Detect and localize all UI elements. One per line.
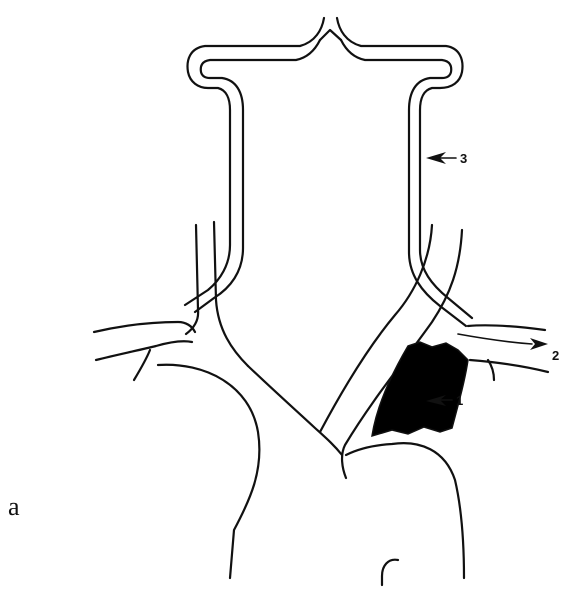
right-subclavian-artery [94, 322, 195, 380]
graft-outer-wall [185, 18, 472, 318]
left-subclavian-artery [458, 325, 548, 380]
left-subclavian-flow-line [458, 334, 532, 344]
arch-inner-left [158, 365, 259, 578]
occlusion-lesion [372, 342, 468, 436]
left-subclavian-lower [470, 360, 548, 372]
label-2: 2 [552, 348, 559, 363]
left-carotid-artery [186, 222, 248, 366]
right-subclavian-upper [94, 322, 195, 332]
label-3: 3 [460, 151, 467, 166]
brachiocephalic-trunk [248, 366, 342, 455]
right-vertebral-stub [134, 350, 150, 380]
arrow-2: 2 [530, 338, 559, 363]
arch-outer-right [346, 443, 464, 578]
label-1: 1 [456, 393, 463, 408]
bypass-graft [185, 18, 472, 326]
graft-inner-wall [195, 40, 466, 326]
left-carotid-wall-a [186, 225, 198, 334]
panel-letter: a [8, 492, 20, 521]
arrow-3: 3 [426, 151, 467, 166]
right-subclavian-lower [96, 341, 192, 360]
arch-bottom-curl [382, 560, 398, 585]
graft-top-notch [320, 30, 341, 40]
left-subclavian-upper [468, 325, 545, 330]
